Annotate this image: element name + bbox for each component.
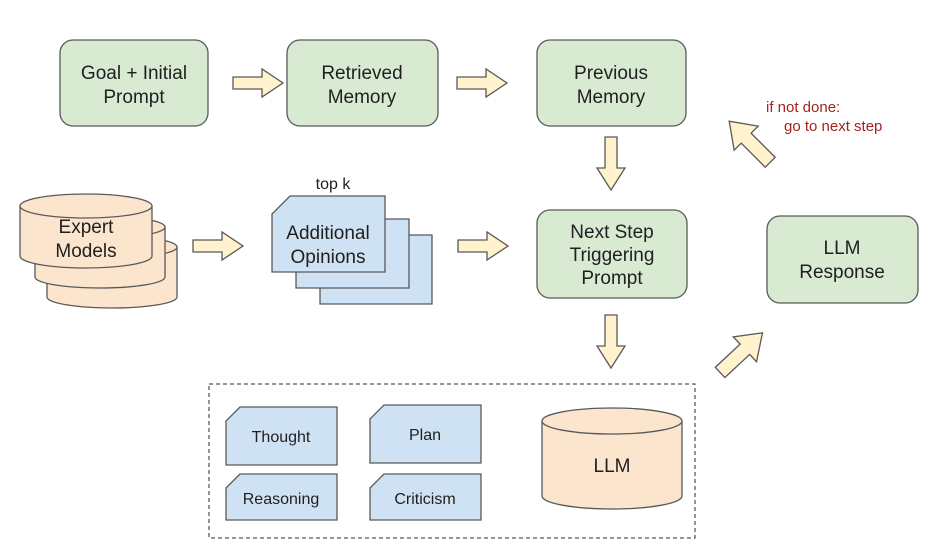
- arrow-llm-group-to-response: [707, 319, 775, 386]
- arrow-next-to-llm-group: [596, 314, 626, 369]
- additional-opinions-cards: [271, 195, 433, 305]
- previous-label-line2: Memory: [577, 87, 646, 108]
- expert-models-db: [19, 193, 178, 309]
- llm-response-label-line2: Response: [799, 262, 885, 283]
- retrieved-label-line1: Retrieved: [321, 63, 402, 84]
- next-step-label-line1: Next Step: [570, 222, 653, 243]
- next-step-label-line2: Triggering: [570, 245, 655, 266]
- arrow-retrieved-to-previous: [456, 68, 508, 98]
- previous-memory-box: [536, 39, 687, 127]
- arrow-expert-to-opinions: [192, 231, 244, 261]
- loop-note-line1: if not done:: [766, 99, 840, 116]
- llm-db: [541, 407, 683, 510]
- retrieved-memory-box: [286, 39, 439, 127]
- arrow-opinions-to-next: [457, 231, 509, 261]
- goal-label-line1: Goal + Initial: [81, 63, 187, 84]
- llm-label: LLM: [594, 456, 631, 477]
- reasoning-card: [225, 473, 338, 521]
- llm-response-label-line1: LLM: [824, 238, 861, 259]
- arrow-previous-to-next: [596, 136, 626, 191]
- llm-response-box: [766, 215, 919, 304]
- arrow-goal-to-retrieved: [232, 68, 284, 98]
- goal-box: [59, 39, 209, 127]
- reasoning-label: Reasoning: [243, 491, 320, 508]
- criticism-card: [369, 473, 482, 521]
- criticism-label: Criticism: [394, 491, 455, 508]
- expert-models-label-line2: Models: [55, 241, 116, 262]
- top-k-label: top k: [316, 176, 352, 193]
- next-step-label-line3: Prompt: [581, 268, 643, 289]
- arrow-response-to-previous: [716, 108, 783, 175]
- expert-models-label-line1: Expert: [59, 217, 115, 238]
- loop-note-line2: go to next step: [784, 118, 882, 135]
- goal-label-line2: Prompt: [103, 87, 165, 108]
- retrieved-label-line2: Memory: [328, 87, 397, 108]
- additional-opinions-label-line1: Additional: [286, 223, 369, 244]
- additional-opinions-label-line2: Opinions: [291, 247, 366, 268]
- plan-label: Plan: [409, 427, 441, 444]
- thought-card: [225, 406, 338, 466]
- thought-label: Thought: [252, 429, 311, 446]
- plan-card: [369, 404, 482, 464]
- previous-label-line1: Previous: [574, 63, 648, 84]
- next-step-box: [536, 209, 688, 299]
- llm-group-frame: [208, 383, 696, 539]
